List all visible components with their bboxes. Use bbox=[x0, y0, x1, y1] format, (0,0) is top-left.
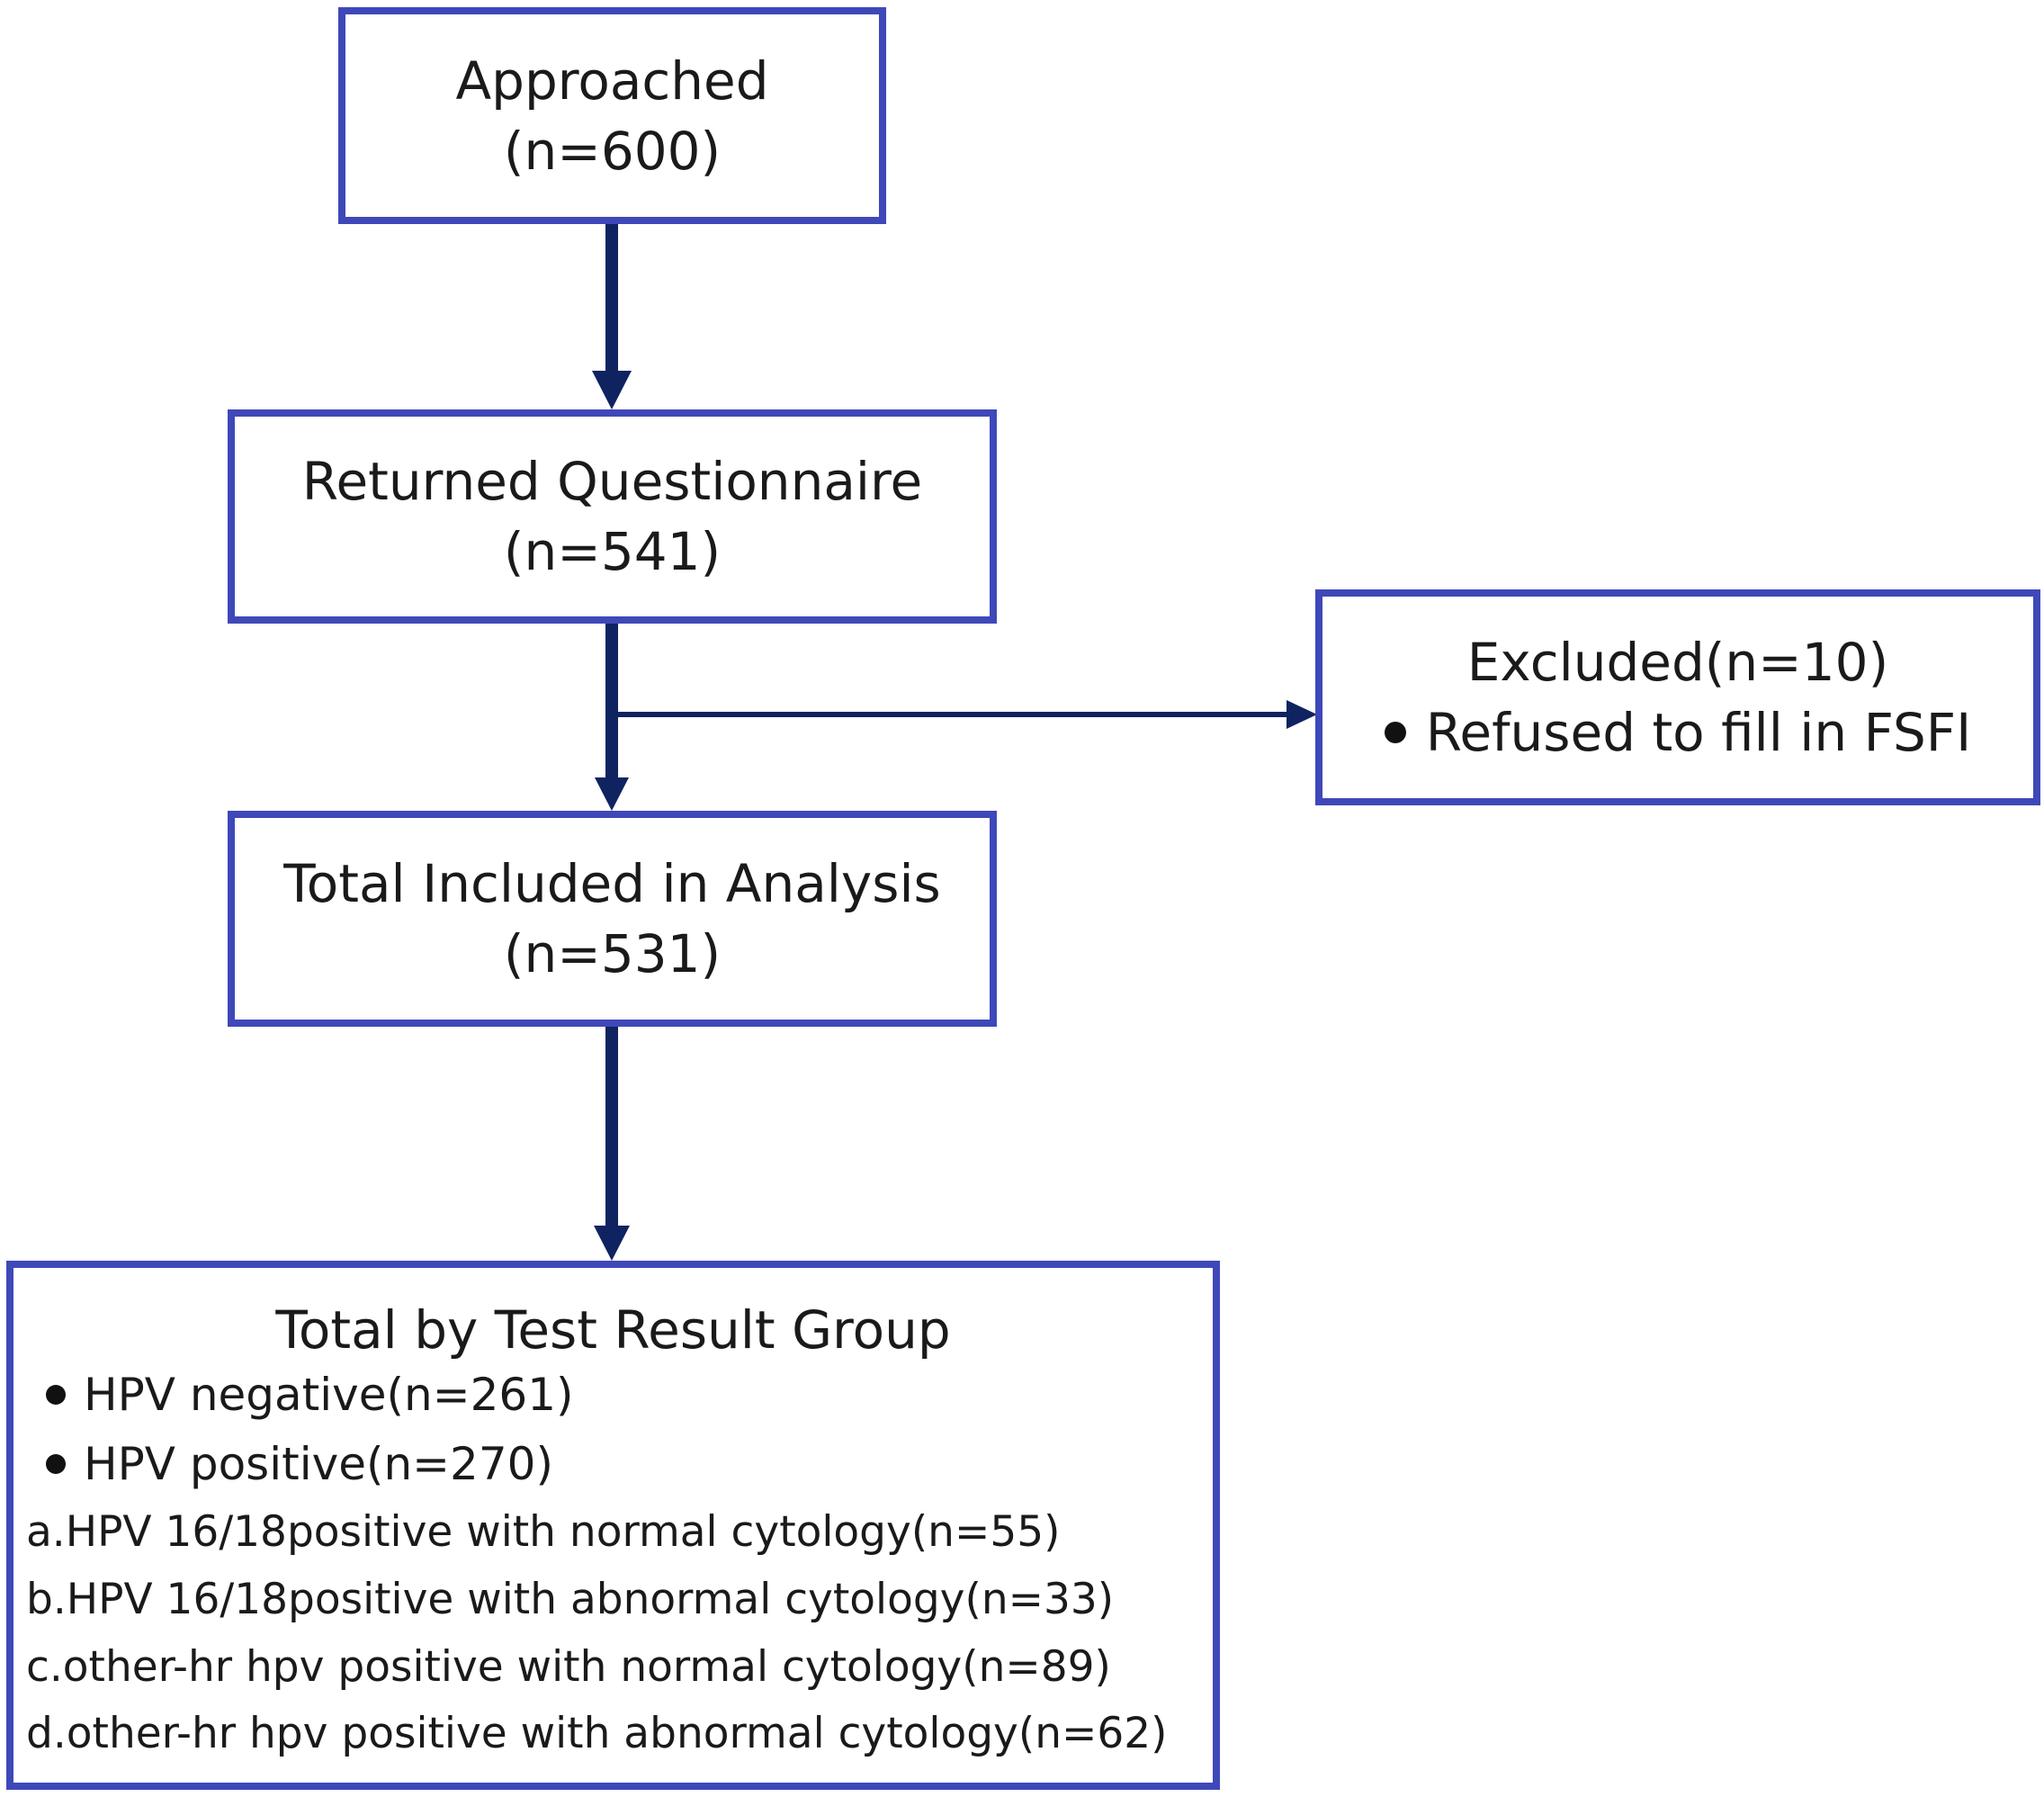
approached-label: Approached bbox=[455, 49, 769, 112]
bullet-icon bbox=[1384, 722, 1406, 743]
group-bullet-hpv-negative: HPV negative(n=261) bbox=[46, 1365, 574, 1424]
subgroup-item-a: a.HPV 16/18positive with normal cytology… bbox=[26, 1507, 1061, 1557]
approached-box: Approached (n=600) bbox=[338, 7, 886, 224]
arrowhead-approached-to-returned bbox=[592, 371, 632, 409]
excluded-box: Excluded(n=10) Refused to fill in FSFI bbox=[1315, 589, 2040, 805]
arrowhead-to-excluded bbox=[1286, 700, 1317, 729]
subgroup-item-c: c.other-hr hpv positive with normal cyto… bbox=[26, 1642, 1111, 1692]
test-result-groups-box: Total by Test Result Group HPV negative(… bbox=[6, 1261, 1220, 1790]
approached-count: (n=600) bbox=[503, 120, 722, 182]
subgroup-item-b: b.HPV 16/18positive with abnormal cytolo… bbox=[26, 1575, 1115, 1624]
arrowhead-returned-to-included bbox=[595, 777, 629, 811]
returned-questionnaire-box: Returned Questionnaire (n=541) bbox=[228, 409, 997, 624]
bullet-icon bbox=[46, 1385, 66, 1405]
returned-count: (n=541) bbox=[503, 521, 722, 582]
bullet-icon bbox=[46, 1454, 66, 1474]
groups-label: Total by Test Result Group bbox=[275, 1299, 951, 1361]
group-bullet-text: HPV negative(n=261) bbox=[84, 1369, 574, 1421]
excluded-reason: Refused to fill in FSFI bbox=[1384, 697, 1972, 768]
excluded-label: Excluded(n=10) bbox=[1466, 632, 1889, 693]
group-bullet-hpv-positive: HPV positive(n=270) bbox=[46, 1434, 553, 1494]
total-included-box: Total Included in Analysis (n=531) bbox=[228, 811, 997, 1027]
included-count: (n=531) bbox=[503, 923, 722, 984]
group-bullet-text: HPV positive(n=270) bbox=[84, 1438, 553, 1490]
included-label: Total Included in Analysis bbox=[283, 853, 941, 914]
subgroup-item-d: d.other-hr hpv positive with abnormal cy… bbox=[26, 1709, 1168, 1758]
arrowhead-included-to-groups bbox=[594, 1226, 630, 1261]
excluded-reason-text: Refused to fill in FSFI bbox=[1425, 702, 1972, 763]
returned-label: Returned Questionnaire bbox=[301, 451, 923, 512]
